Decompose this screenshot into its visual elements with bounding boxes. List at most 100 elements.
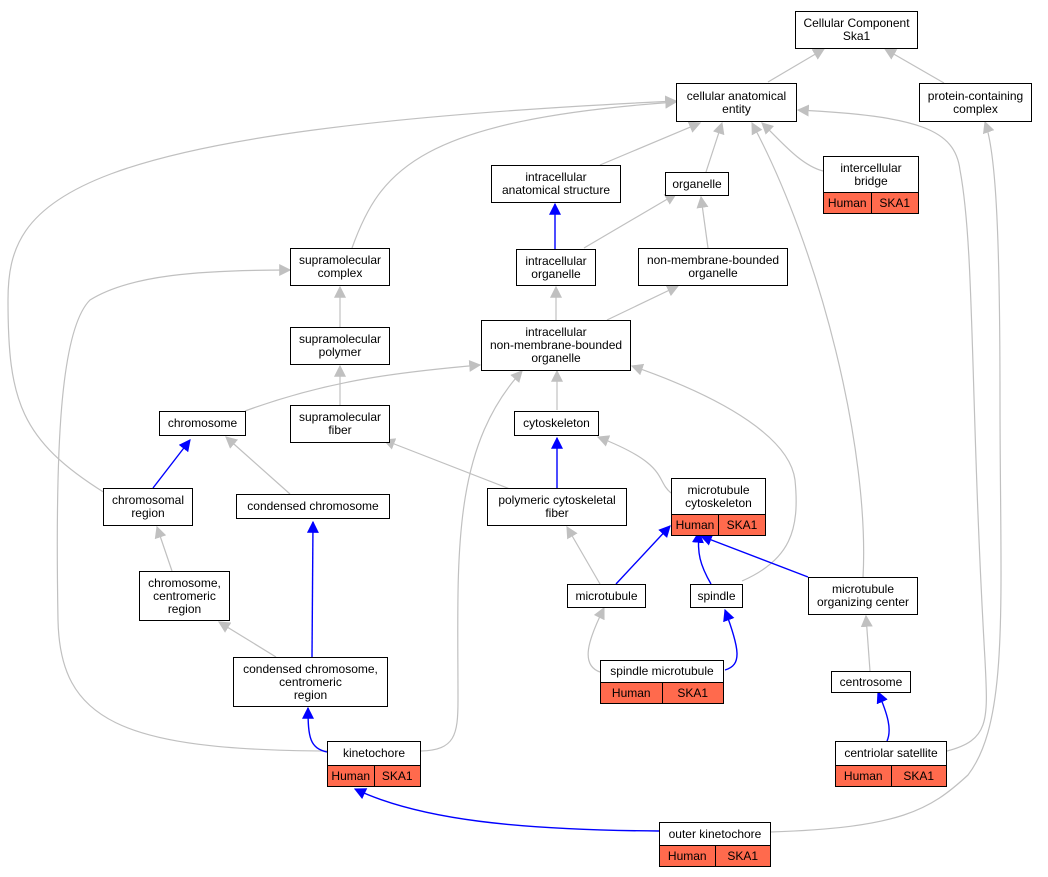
node-label: protein-containing complex xyxy=(927,88,1024,116)
node-label: Cellular Component Ska1 xyxy=(803,16,910,43)
edge-ias-cae xyxy=(599,121,702,166)
node-centrosome[interactable]: centrosome xyxy=(831,671,911,693)
node-label: microtubule xyxy=(575,588,638,603)
node-spindle-microtubule[interactable]: spindle microtubule Human SKA1 xyxy=(600,660,724,704)
node-outer-kinetochore[interactable]: outer kinetochore Human SKA1 xyxy=(659,822,771,867)
gene-cell: SKA1 xyxy=(718,515,765,535)
node-label: intercellular bridge xyxy=(840,160,902,188)
species-cell: Human xyxy=(827,195,867,210)
node-chromosome[interactable]: chromosome xyxy=(159,411,246,436)
node-condensed-chromosome-centromeric-region[interactable]: condensed chromosome, centromeric region xyxy=(233,657,388,707)
edge-microtubule-mtcyto xyxy=(615,525,671,585)
node-label: chromosome, centromeric region xyxy=(148,575,221,616)
node-label: cytoskeleton xyxy=(523,416,590,430)
species-cell: Human xyxy=(331,768,371,783)
node-cellular-component-ska1[interactable]: Cellular Component Ska1 xyxy=(795,11,918,49)
node-label: centriolar satellite xyxy=(844,746,938,760)
node-label: intracellular organelle xyxy=(525,253,587,281)
annotation-row: Human SKA1 xyxy=(328,765,420,786)
node-organelle[interactable]: organelle xyxy=(665,172,729,196)
node-label: intracellular anatomical structure xyxy=(501,170,611,197)
node-supramolecular-complex[interactable]: supramolecular complex xyxy=(290,248,390,286)
node-label: chromosome xyxy=(167,416,238,430)
node-chromosomal-region[interactable]: chromosomal region xyxy=(103,488,193,526)
edge-inmbo-nmbo xyxy=(606,285,680,321)
node-label: organelle xyxy=(672,176,722,191)
node-intracellular-organelle[interactable]: intracellular organelle xyxy=(516,249,596,286)
edge-organelle-cae xyxy=(705,121,725,173)
edge-pcc-root xyxy=(883,48,945,84)
annotation-row: Human SKA1 xyxy=(824,192,918,213)
node-polymeric-cytoskeletal-fiber[interactable]: polymeric cytoskeletal fiber xyxy=(487,488,627,526)
node-protein-containing-complex[interactable]: protein-containing complex xyxy=(919,83,1032,122)
species-cell: Human xyxy=(611,685,651,700)
species-cell: Human xyxy=(667,848,707,863)
annotation-row: Human SKA1 xyxy=(660,845,770,866)
edge-centsat-centrosome xyxy=(876,690,890,742)
edge-centsat-cae xyxy=(796,104,987,752)
node-supramolecular-fiber[interactable]: supramolecular fiber xyxy=(290,405,390,443)
node-intracellular-non-membrane-bounded-organelle[interactable]: intracellular non-membrane-bounded organ… xyxy=(481,320,631,371)
edge-spindle-mtcyto xyxy=(692,530,712,585)
node-chromosome-centromeric-region[interactable]: chromosome, centromeric region xyxy=(139,571,230,621)
edge-spmt-microtubule xyxy=(587,606,605,673)
node-intercellular-bridge[interactable]: intercellular bridge Human SKA1 xyxy=(823,156,919,214)
node-label: condensed chromosome, centromeric region xyxy=(243,661,378,702)
edge-chrreg-chromosome xyxy=(152,439,191,489)
node-cellular-anatomical-entity[interactable]: cellular anatomical entity xyxy=(676,83,797,122)
node-microtubule[interactable]: microtubule xyxy=(567,584,646,608)
annotation-row: Human SKA1 xyxy=(836,765,946,786)
edge-smc-cae xyxy=(351,96,678,249)
edge-io-organelle xyxy=(583,193,678,249)
edge-pcf-smf xyxy=(382,438,511,490)
edge-mtoc-cae xyxy=(751,121,865,579)
node-centriolar-satellite[interactable]: centriolar satellite Human SKA1 xyxy=(835,741,947,787)
edge-mtcyto-cytoskeleton xyxy=(596,435,672,494)
node-condensed-chromosome[interactable]: condensed chromosome xyxy=(236,494,390,519)
gene-cell: SKA1 xyxy=(870,193,919,213)
node-label: microtubule cytoskeleton xyxy=(685,482,752,510)
node-label: supramolecular complex xyxy=(298,253,382,280)
node-label: supramolecular fiber xyxy=(298,410,382,437)
node-label: polymeric cytoskeletal fiber xyxy=(498,493,616,520)
node-label: non-membrane-bounded organelle xyxy=(646,253,780,280)
edge-condchr-chromosome xyxy=(225,436,291,495)
edge-ccr-chrreg xyxy=(154,525,173,572)
edge-nmbo-organelle xyxy=(696,195,709,249)
node-label: condensed chromosome xyxy=(247,499,379,513)
node-label: microtubule organizing center xyxy=(816,582,910,609)
edge-cccr-condchr xyxy=(306,520,319,658)
species-cell: Human xyxy=(843,768,883,783)
edge-cae-root xyxy=(767,48,826,83)
gene-cell: SKA1 xyxy=(373,766,421,786)
node-label: outer kinetochore xyxy=(668,826,762,841)
edge-icb-cae xyxy=(761,122,824,172)
gene-cell: SKA1 xyxy=(661,683,724,703)
edge-centrosome-mtoc xyxy=(860,614,873,672)
node-label: intracellular non-membrane-bounded organ… xyxy=(489,325,623,365)
annotation-row: Human SKA1 xyxy=(672,514,765,535)
node-spindle[interactable]: spindle xyxy=(690,584,743,608)
edge-kinetochore-inmbo xyxy=(420,370,523,752)
edge-chrreg-cae xyxy=(7,95,678,494)
gene-cell: SKA1 xyxy=(714,846,771,866)
node-non-membrane-bounded-organelle[interactable]: non-membrane-bounded organelle xyxy=(638,248,788,286)
edge-outkin-kinetochore xyxy=(353,788,660,832)
edge-spindle-inmbo xyxy=(630,363,797,582)
node-label: spindle microtubule xyxy=(610,664,714,678)
node-label: supramolecular polymer xyxy=(298,332,382,359)
node-label: cellular anatomical entity xyxy=(686,88,787,116)
node-microtubule-cytoskeleton[interactable]: microtubule cytoskeleton Human SKA1 xyxy=(671,478,766,536)
gene-cell: SKA1 xyxy=(890,766,947,786)
node-intracellular-anatomical-structure[interactable]: intracellular anatomical structure xyxy=(491,165,621,203)
edge-chromosome-inmbo xyxy=(244,359,482,412)
node-label: spindle xyxy=(697,588,736,603)
node-label: kinetochore xyxy=(342,746,406,760)
node-kinetochore[interactable]: kinetochore Human SKA1 xyxy=(327,741,421,787)
species-cell: Human xyxy=(675,517,715,532)
node-supramolecular-polymer[interactable]: supramolecular polymer xyxy=(290,327,390,365)
node-microtubule-organizing-center[interactable]: microtubule organizing center xyxy=(808,577,918,615)
node-label: centrosome xyxy=(839,674,903,689)
node-cytoskeleton[interactable]: cytoskeleton xyxy=(514,411,599,436)
